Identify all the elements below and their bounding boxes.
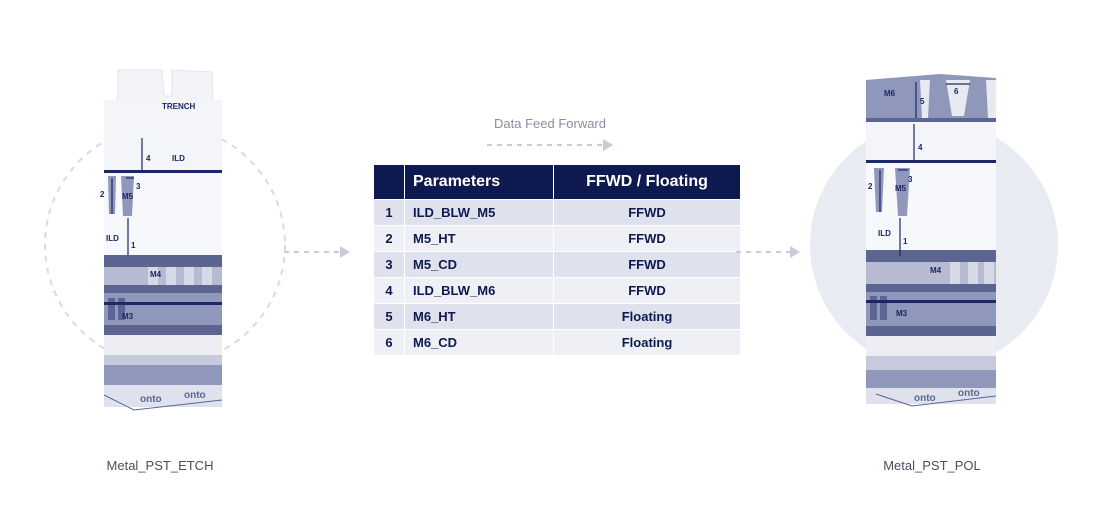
row-index: 2 bbox=[373, 225, 405, 252]
m6-bottom-line bbox=[866, 118, 996, 122]
m3-fins bbox=[108, 298, 125, 320]
base-edge bbox=[103, 394, 223, 411]
row-type: Floating bbox=[553, 329, 741, 356]
m3-label: M3 bbox=[896, 309, 908, 318]
table-header-row: Parameters FFWD / Floating bbox=[373, 164, 741, 200]
m4-top-band bbox=[866, 250, 996, 262]
m5-via-2 bbox=[121, 176, 134, 216]
header-ffwd-floating: FFWD / Floating bbox=[553, 164, 741, 200]
m6-trenches bbox=[920, 80, 996, 118]
m4-label: M4 bbox=[930, 266, 942, 275]
brand-logo-1: onto bbox=[140, 394, 162, 405]
substrate-mid bbox=[866, 356, 996, 370]
trench-label: TRENCH bbox=[162, 102, 196, 111]
header-index bbox=[373, 164, 405, 200]
row-type: FFWD bbox=[553, 199, 741, 226]
measure-1-label: 1 bbox=[903, 237, 908, 246]
m6-label: M6 bbox=[884, 89, 896, 98]
table-row: 4 ILD_BLW_M6 FFWD bbox=[373, 277, 741, 304]
substrate-base bbox=[104, 385, 222, 407]
row-index: 6 bbox=[373, 329, 405, 356]
measure-4-label: 4 bbox=[918, 143, 923, 152]
brand-logo-2: onto bbox=[958, 388, 980, 399]
m4-fins bbox=[148, 267, 212, 287]
measure-5-label: 5 bbox=[920, 97, 925, 106]
data-feed-forward-label: Data Feed Forward bbox=[494, 116, 606, 131]
table-row: 5 M6_HT Floating bbox=[373, 303, 741, 330]
data-feed-forward-arrow bbox=[487, 139, 613, 151]
table-row: 2 M5_HT FFWD bbox=[373, 225, 741, 252]
right-stack-diagram: M6 5 6 4 3 2 M5 ILD 1 M4 M3 onto onto bbox=[810, 74, 1058, 407]
measure-6-label: 6 bbox=[954, 87, 959, 96]
m6-layer bbox=[866, 74, 996, 122]
m4-bottom-band bbox=[104, 285, 222, 293]
row-index: 3 bbox=[373, 251, 405, 278]
header-parameters: Parameters bbox=[404, 164, 554, 200]
ild-upper-block bbox=[866, 122, 996, 162]
m5-top-line bbox=[866, 160, 996, 163]
base-edge bbox=[875, 393, 997, 407]
m5-layer bbox=[866, 163, 996, 255]
row-index: 5 bbox=[373, 303, 405, 330]
left-measure-arrows bbox=[111, 138, 143, 255]
substrate-dark bbox=[104, 365, 222, 385]
left-caption: Metal_PST_ETCH bbox=[106, 458, 214, 473]
ild-mid-label: ILD bbox=[106, 234, 119, 243]
measure-2-label: 2 bbox=[868, 182, 873, 191]
m4-top-band bbox=[104, 255, 222, 267]
ild-top-label: ILD bbox=[172, 154, 185, 163]
m4-label: M4 bbox=[150, 270, 162, 279]
row-parameter: ILD_BLW_M6 bbox=[404, 277, 554, 304]
substrate-light bbox=[866, 336, 996, 356]
measure-2-label: 2 bbox=[100, 190, 105, 199]
m3-line bbox=[104, 302, 222, 305]
measure-4-label: 4 bbox=[146, 154, 151, 163]
measure-3-label: 3 bbox=[136, 182, 141, 191]
m5-label: M5 bbox=[895, 184, 907, 193]
brand-logo-2: onto bbox=[184, 390, 206, 401]
parameters-table: Parameters FFWD / Floating 1 ILD_BLW_M5 … bbox=[373, 164, 741, 356]
m3-bottom-band bbox=[866, 326, 996, 336]
m3-bottom-band bbox=[104, 325, 222, 335]
substrate-light bbox=[104, 335, 222, 355]
right-measure-arrows bbox=[879, 82, 970, 256]
row-parameter: M6_CD bbox=[404, 329, 554, 356]
substrate-dark bbox=[866, 370, 996, 388]
measure-1-label: 1 bbox=[131, 241, 136, 250]
m4-bottom-band bbox=[866, 284, 996, 292]
row-index: 1 bbox=[373, 199, 405, 226]
arrow-left-to-table bbox=[284, 246, 350, 258]
row-parameter: ILD_BLW_M5 bbox=[404, 199, 554, 226]
row-index: 4 bbox=[373, 277, 405, 304]
row-type: FFWD bbox=[553, 251, 741, 278]
brand-logo-1: onto bbox=[914, 393, 936, 404]
table-row: 1 ILD_BLW_M5 FFWD bbox=[373, 199, 741, 226]
m5-via-1 bbox=[874, 168, 884, 212]
table-row: 6 M6_CD Floating bbox=[373, 329, 741, 356]
ild-top-block bbox=[104, 100, 222, 172]
measure-3-label: 3 bbox=[908, 175, 913, 184]
arrow-table-to-right bbox=[736, 246, 800, 258]
ild-label: ILD bbox=[878, 229, 891, 238]
m5-top-line bbox=[104, 170, 222, 173]
m5-label: M5 bbox=[122, 192, 134, 201]
m3-label: M3 bbox=[122, 312, 134, 321]
row-type: Floating bbox=[553, 303, 741, 330]
row-parameter: M5_HT bbox=[404, 225, 554, 252]
m3-fins bbox=[870, 296, 887, 320]
left-stack-diagram: TRENCH ILD 4 3 2 M5 ILD 1 M4 M3 onto ont… bbox=[44, 69, 286, 411]
row-type: FFWD bbox=[553, 225, 741, 252]
m4-fins bbox=[950, 262, 994, 284]
right-caption: Metal_PST_POL bbox=[883, 458, 981, 473]
m3-line bbox=[866, 300, 996, 303]
row-parameter: M5_CD bbox=[404, 251, 554, 278]
row-parameter: M6_HT bbox=[404, 303, 554, 330]
row-type: FFWD bbox=[553, 277, 741, 304]
table-row: 3 M5_CD FFWD bbox=[373, 251, 741, 278]
m5-via-2 bbox=[895, 168, 910, 216]
